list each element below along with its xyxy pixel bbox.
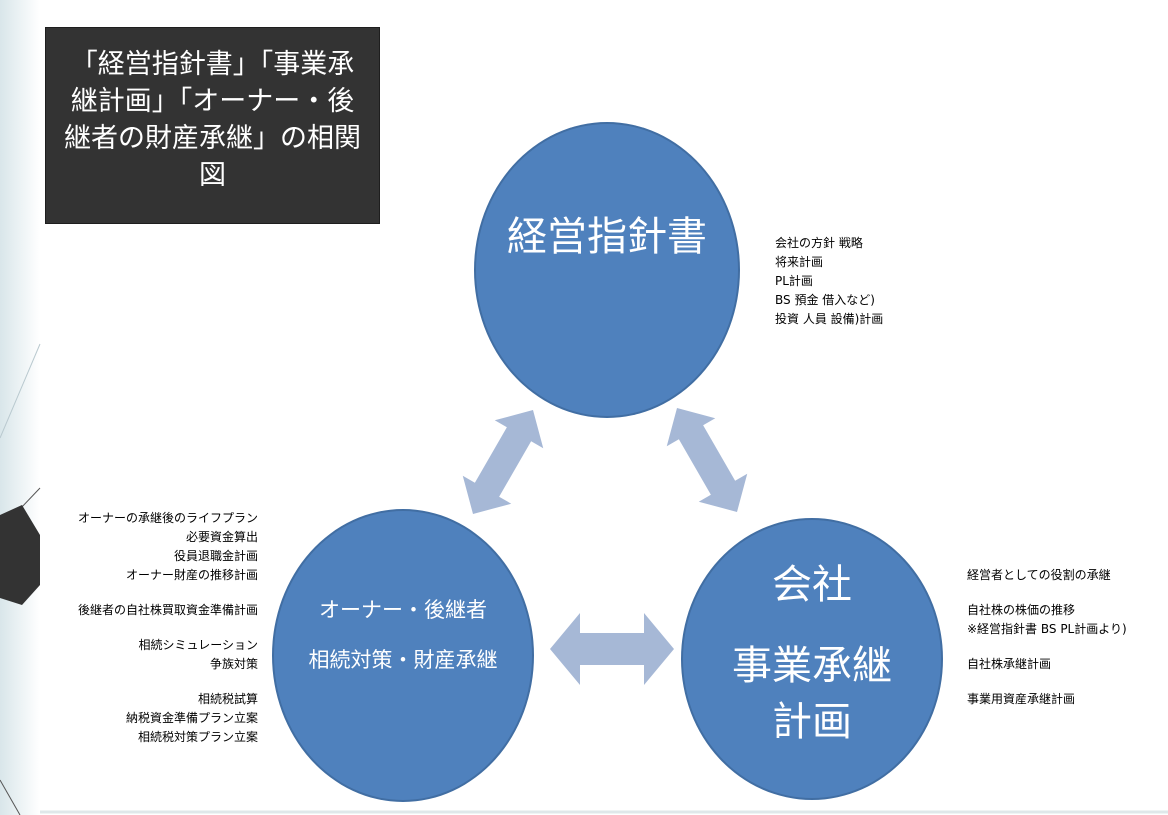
circle-left-label-owner: オーナー・後継者 bbox=[319, 598, 487, 622]
diagram-title: 「経営指針書」「事業承継計画」「オーナー・後継者の財産承継」の相関図 bbox=[64, 48, 361, 191]
double-arrow-shape bbox=[666, 408, 748, 512]
arrow-top-left bbox=[462, 410, 544, 514]
circle-top-label: 経営指針書 bbox=[507, 214, 707, 260]
note-line: 納税資金準備プラン立案 bbox=[125, 711, 258, 725]
note-line: 自社株承継計画 bbox=[967, 657, 1052, 671]
note-line: 相続税対策プラン立案 bbox=[137, 730, 258, 744]
left-gradient-strip bbox=[0, 0, 40, 815]
note-line: 事業用資産承継計画 bbox=[967, 692, 1076, 706]
note-line: PL計画 bbox=[775, 274, 813, 288]
note-line: 相続シミュレーション bbox=[138, 638, 258, 652]
note-line: 会社の方針 戦略 bbox=[775, 236, 863, 250]
note-line: 相続税試算 bbox=[197, 692, 258, 706]
notes-owner-successor: オーナーの承継後のライフプラン 必要資金算出 役員退職金計画 オーナー財産の推移… bbox=[30, 509, 258, 747]
arrow-top-right bbox=[666, 408, 748, 512]
note-line: 必要資金算出 bbox=[185, 530, 258, 544]
note-line: BS 預金 借入など) bbox=[775, 293, 875, 307]
note-line: ※経営指針書 BS PL計画より) bbox=[967, 622, 1127, 636]
arrow-left-right bbox=[550, 613, 674, 685]
note-line: オーナーの承継後のライフプラン bbox=[77, 511, 258, 525]
note-line: 投資 人員 設備)計画 bbox=[775, 312, 884, 326]
circle-right-label-plan: 事業承継計画 bbox=[732, 643, 892, 745]
double-arrow-shape bbox=[462, 410, 544, 514]
note-line: 後継者の自社株買取資金準備計画 bbox=[77, 603, 258, 617]
circle-company-succession-plan bbox=[681, 518, 943, 800]
title-box: 「経営指針書」「事業承継計画」「オーナー・後継者の財産承継」の相関図 bbox=[45, 27, 380, 224]
decor-line-1 bbox=[0, 343, 41, 439]
note-line: オーナー財産の推移計画 bbox=[125, 568, 258, 582]
double-arrow-shape bbox=[550, 613, 674, 685]
note-line: 役員退職金計画 bbox=[173, 549, 258, 563]
circle-owner-successor bbox=[272, 509, 534, 802]
decor-hexagon bbox=[0, 505, 40, 605]
note-line: 将来計画 bbox=[775, 255, 824, 269]
circle-left-label-measures: 相続対策・財産承継 bbox=[308, 648, 498, 672]
note-line: 自社株の株価の推移 bbox=[967, 603, 1076, 617]
note-line: 争族対策 bbox=[209, 657, 258, 671]
note-line: 経営者としての役割の承継 bbox=[967, 568, 1111, 582]
notes-company-succession: 経営者としての役割の承継 自社株の株価の推移 ※経営指針書 BS PL計画より)… bbox=[967, 566, 1127, 709]
circle-right-label-company: 会社 bbox=[772, 562, 852, 608]
circle-management-guidelines bbox=[474, 122, 740, 418]
notes-management-guidelines: 会社の方針 戦略 将来計画 PL計画 BS 預金 借入など) 投資 人員 設備)… bbox=[775, 234, 883, 329]
decor-line-3 bbox=[0, 779, 21, 815]
